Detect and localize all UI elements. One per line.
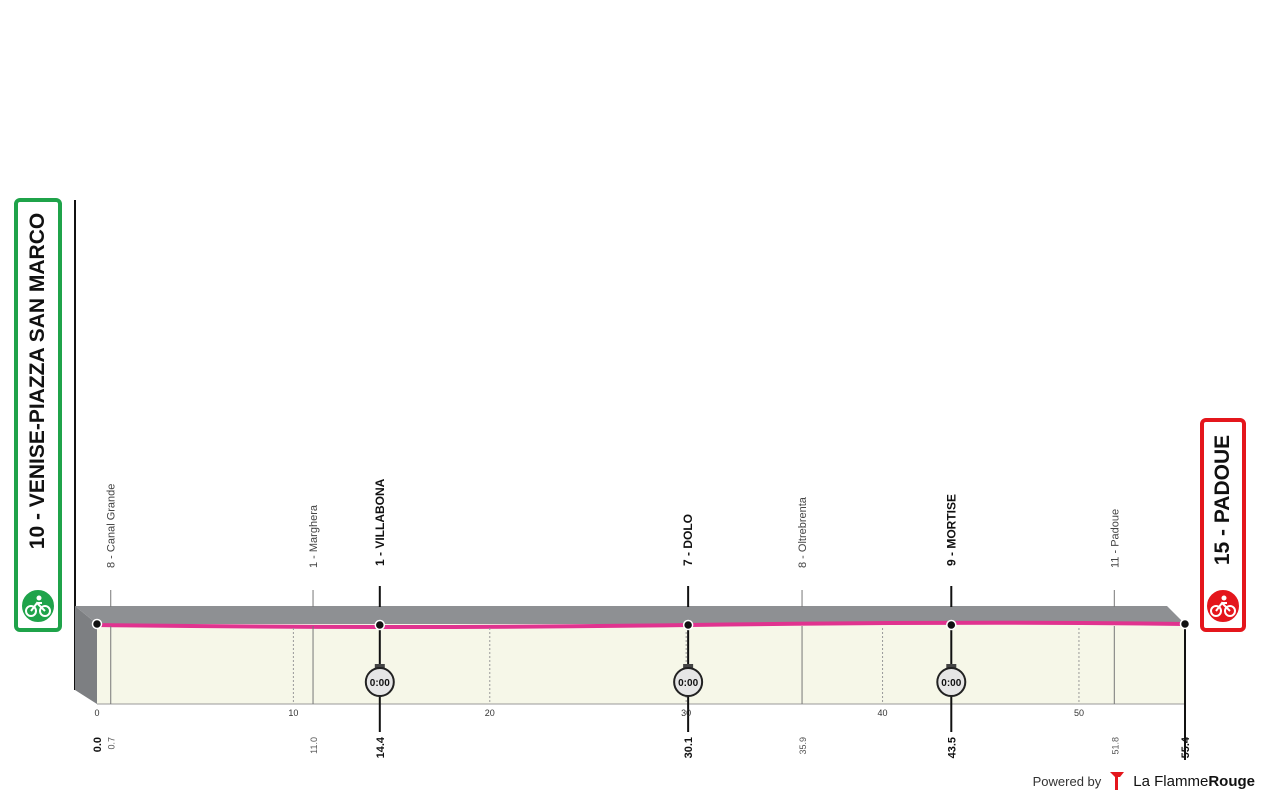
place-label: 1 - Marghera: [308, 504, 320, 568]
km-label: 43.5: [946, 737, 958, 758]
flame-logo-icon: [1110, 772, 1125, 790]
powered-by: Powered by La FlammeRouge: [1033, 770, 1255, 792]
profile-body: [97, 624, 1185, 704]
brand-bold: Rouge: [1208, 772, 1255, 790]
place-label: 7 - DOLO: [681, 514, 695, 566]
axis-tick-label: 50: [1074, 708, 1084, 718]
stopwatch-crown: [374, 664, 385, 668]
km-label: 51.8: [1110, 737, 1120, 755]
axis-tick-label: 10: [288, 708, 298, 718]
endpoint-dot: [91, 618, 103, 630]
axis-tick-label: 0: [94, 708, 99, 718]
axis-tick-label: 30: [681, 708, 691, 718]
stopwatch-crown: [946, 664, 957, 668]
profile-side: [75, 606, 97, 704]
place-label: 9 - MORTISE: [944, 494, 958, 566]
cyclist-finish-icon: [1205, 588, 1241, 624]
axis-tick-label: 20: [485, 708, 495, 718]
cyclist-start-icon: [20, 588, 56, 624]
finish-marker: 15 - PADOUE: [1200, 418, 1246, 632]
stopwatch-icon: [364, 667, 395, 697]
place-label: 11 - Padoue: [1109, 509, 1121, 568]
km-label: 0.7: [107, 737, 117, 750]
brand-name: La FlammeRouge: [1133, 773, 1255, 790]
checkpoint-time: 0:00: [678, 678, 698, 689]
start-marker: 10 - VENISE-PIAZZA SAN MARCO: [14, 198, 62, 632]
powered-by-text: Powered by: [1032, 773, 1102, 789]
start-label: 10 - VENISE-PIAZZA SAN MARCO: [26, 212, 49, 550]
endpoint-dot: [1179, 618, 1191, 630]
axis-tick-label: 40: [878, 708, 888, 718]
place-dot: [374, 619, 386, 631]
profile-top-band: [75, 606, 1185, 624]
km-label: 11.0: [309, 737, 319, 754]
km-label: 30.1: [683, 737, 695, 758]
place-dot: [682, 619, 694, 631]
km-label: 35.9: [798, 737, 808, 755]
checkpoint-time: 0:00: [370, 678, 390, 689]
stopwatch-icon: [673, 667, 704, 697]
km-label: 0.0: [92, 737, 104, 752]
stopwatch-crown: [683, 664, 694, 668]
km-label: 14.4: [375, 736, 387, 758]
place-label: 8 - Canal Grande: [106, 484, 118, 568]
place-label: 8 - Oltrebrenta: [797, 496, 809, 568]
stopwatch-icon: [936, 667, 967, 697]
finish-label: 15 - PADOUE: [1211, 435, 1234, 566]
brand-light: La Flamme: [1133, 772, 1209, 790]
place-label: 1 - VILLABONA: [373, 478, 387, 566]
km-label: 55.4: [1180, 736, 1192, 758]
place-dot: [946, 619, 957, 631]
checkpoint-time: 0:00: [941, 678, 961, 689]
